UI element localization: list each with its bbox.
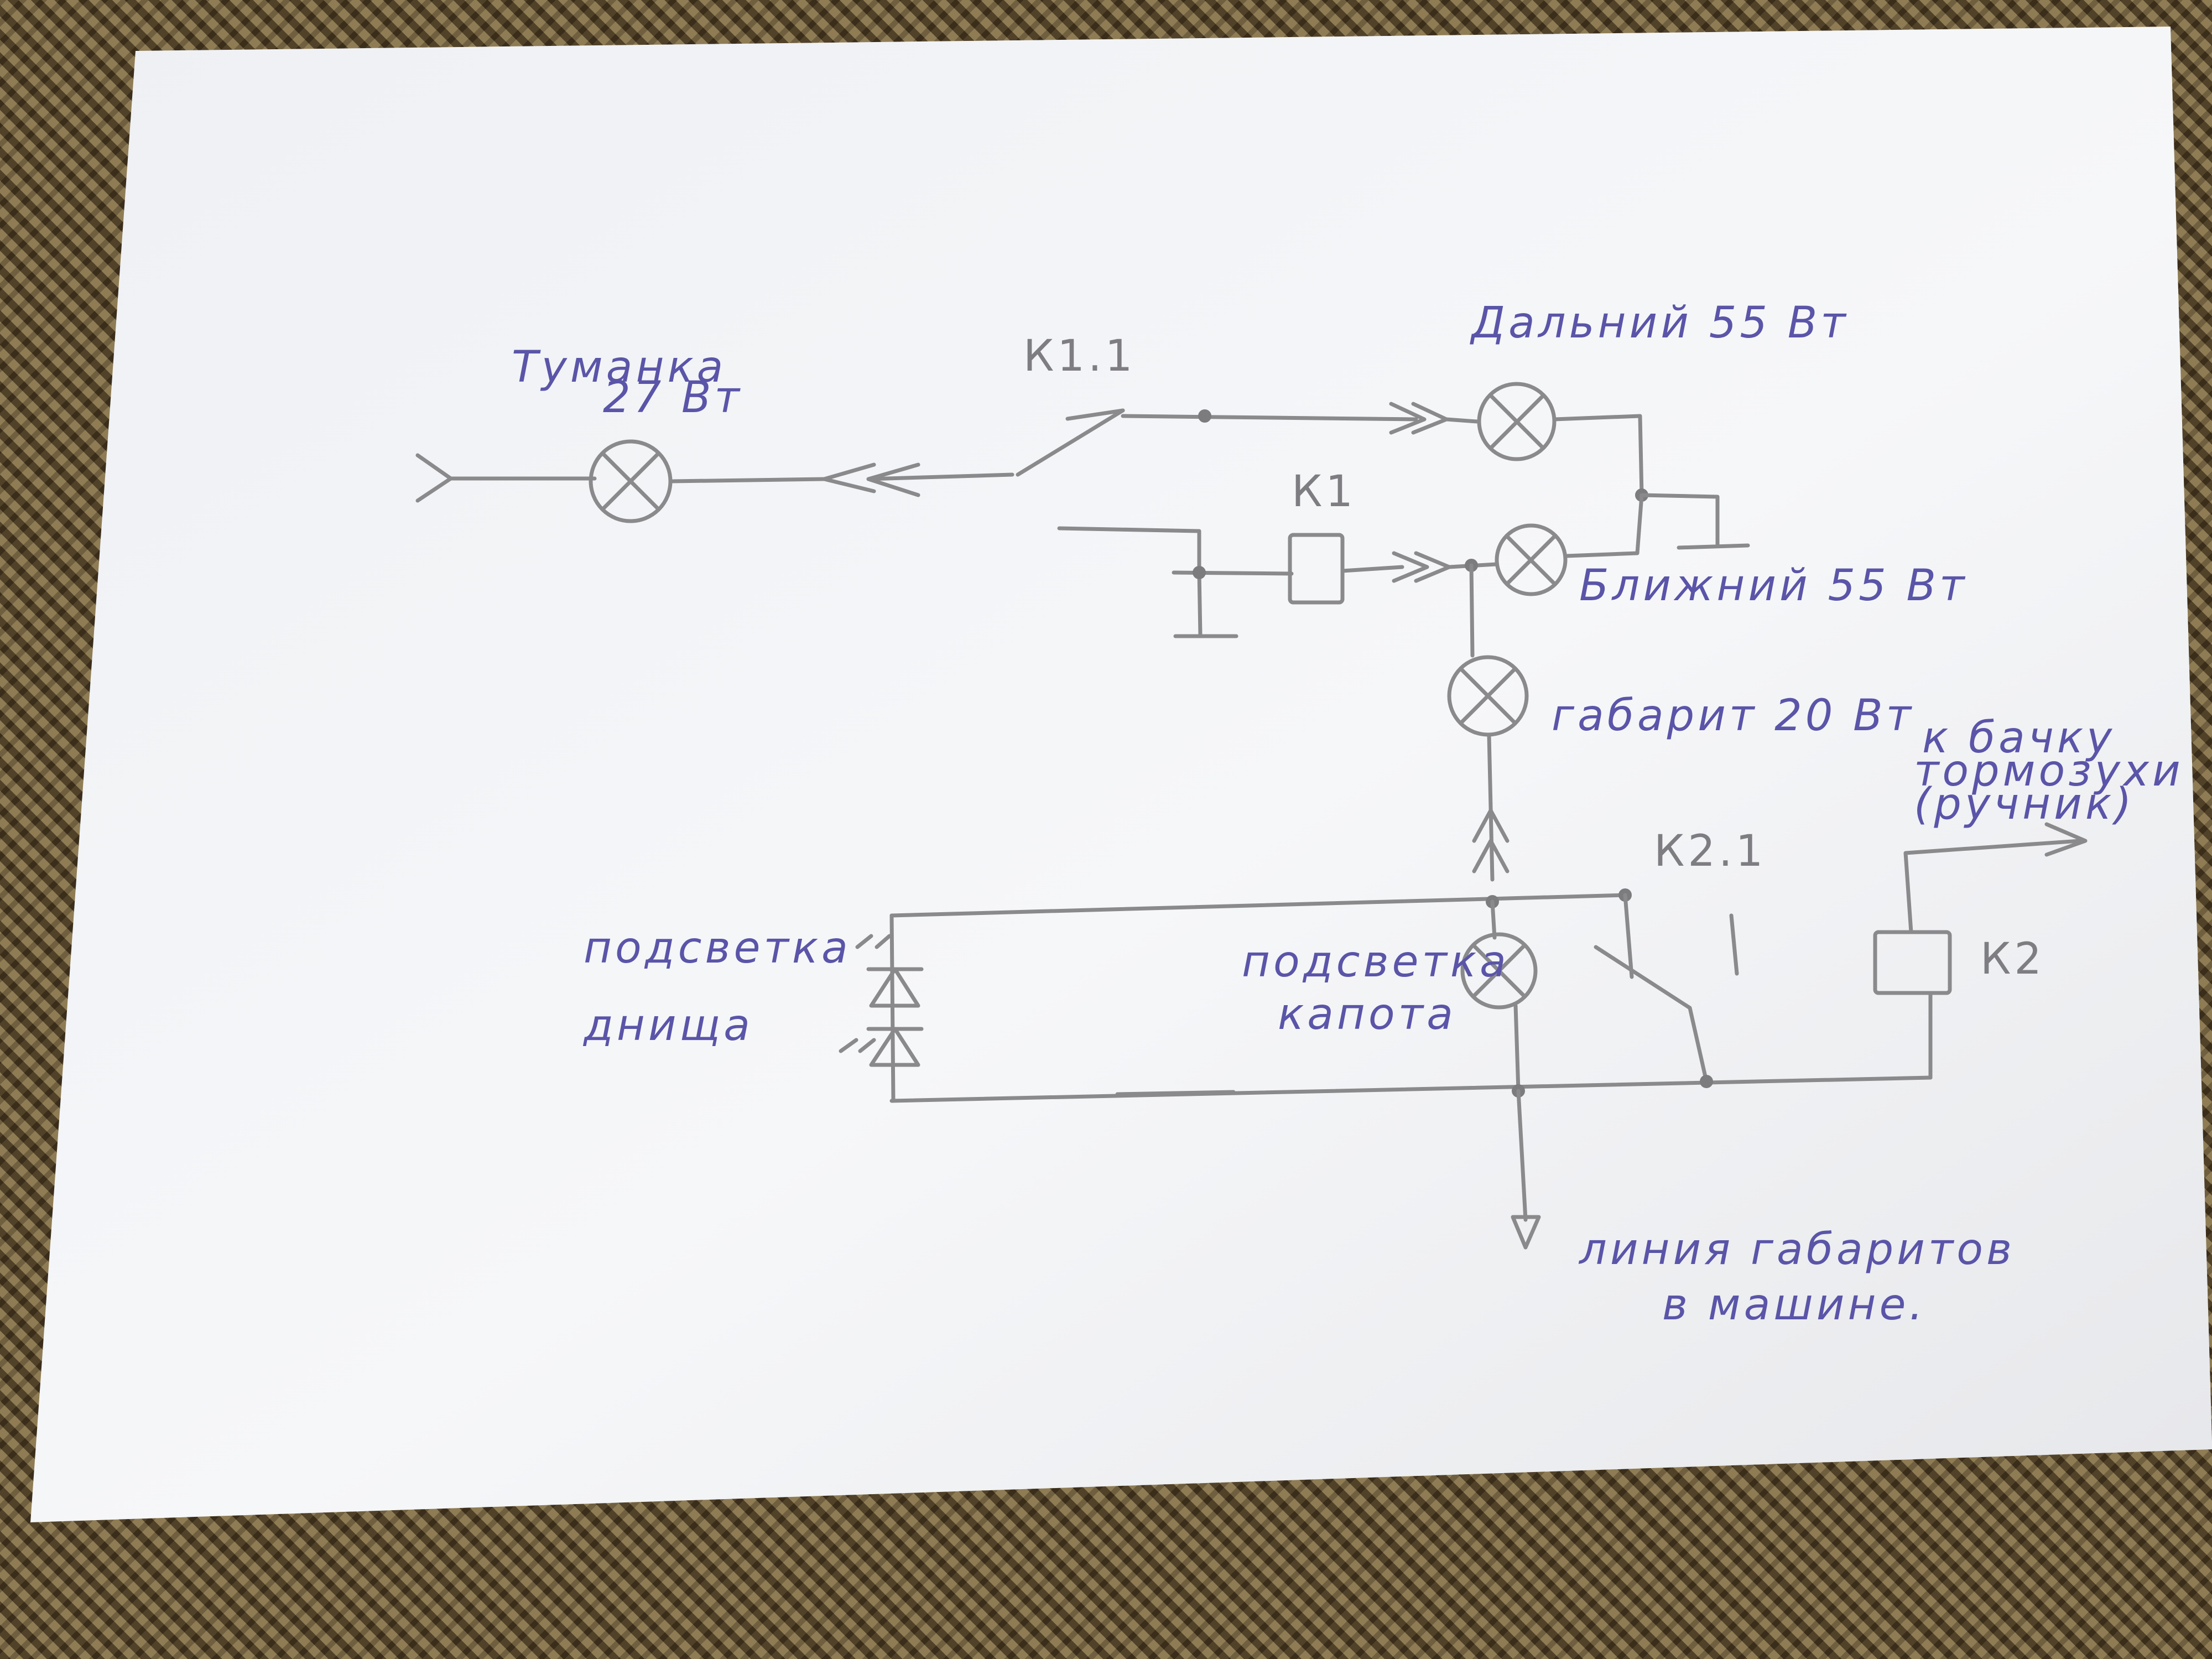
logo-light-label-1: подсветка [584, 923, 851, 973]
k2-1-mark [1729, 913, 1739, 976]
k1-1-contact-blade [1016, 408, 1125, 477]
k1-relay-coil [1288, 533, 1345, 605]
hood-light-symbol [1460, 932, 1538, 1010]
parking-light-wire-down [1487, 734, 1495, 882]
hood-light-feed [1490, 899, 1497, 940]
bottom-bus-accent [1115, 1090, 1236, 1096]
parking-line-wire-down [1516, 1089, 1528, 1222]
schematic-labels: Туманка 27 Вт К1.1 Дальний 55 Вт К1 Ближ… [512, 298, 2184, 1330]
k1-junction-dot [1193, 566, 1206, 579]
high-beam-ground-wire [1552, 414, 1644, 497]
brake-fluid-label-2: тормозухи [1914, 746, 2184, 796]
k2-1-fixed-contact [1623, 893, 1634, 979]
logo-light-label-2: днища [582, 1001, 753, 1050]
k1-relay-ground [1057, 526, 1294, 638]
bottom-bus-wire [889, 1075, 1933, 1103]
fog-lamp-power-label: 27 Вт [603, 373, 743, 423]
led-top-symbol [855, 934, 924, 1008]
parking-light-feed [1469, 563, 1475, 658]
parking-line-label-1: линия габаритов [1578, 1225, 2015, 1275]
low-beam-ground-wire [1564, 493, 1644, 558]
fog-lamp-name-label: Туманка [512, 342, 726, 392]
junction-dot [1198, 409, 1211, 423]
k2-1-contact-blade [1594, 945, 1709, 1084]
brake-fluid-label-1: к бачку [1922, 713, 2115, 763]
hood-light-label-2: капота [1278, 990, 1456, 1039]
k2-1-label: К2.1 [1654, 826, 1766, 876]
connector-to-switch-wire [866, 472, 1014, 481]
high-beam-wire-in [1444, 417, 1479, 424]
high-beam-feed-wire [1121, 414, 1418, 422]
brake-fluid-label-3: (ручник) [1914, 779, 2135, 829]
low-beam-label: Ближний 55 Вт [1579, 561, 1968, 611]
hood-light-label-1: подсветка [1242, 937, 1510, 987]
circuit-wiring [415, 382, 2088, 1250]
hood-light-wire-down [1513, 1003, 1521, 1093]
ground-symbol [1640, 493, 1750, 550]
fog-lamp-wire-right [670, 477, 826, 483]
low-beam-lamp-symbol [1495, 523, 1568, 596]
high-beam-lamp-symbol [1477, 382, 1557, 461]
k2-relay-wire-up [1903, 839, 2082, 934]
parking-line-arrow [1511, 1215, 1541, 1250]
parking-light-connector [1472, 808, 1510, 873]
diode-string-wire [889, 913, 896, 1103]
k1-1-contact-top [1065, 408, 1125, 421]
k2-label: К2 [1980, 934, 2045, 984]
top-bus-wire [889, 893, 1628, 918]
high-beam-label: Дальний 55 Вт [1470, 298, 1849, 348]
k1-relay-output [1340, 565, 1404, 573]
parking-light-label: габарит 20 Вт [1552, 691, 1914, 741]
k1-label: К1 [1292, 467, 1356, 517]
brake-fluid-arrow [2044, 822, 2088, 857]
parking-line-label-2: в машине. [1662, 1280, 1926, 1330]
k2-1-bottom-junction-dot [1700, 1075, 1713, 1088]
k1-1-label: К1.1 [1023, 331, 1136, 381]
paper-sheet [30, 27, 2212, 1522]
led-bottom-symbol [839, 1027, 924, 1067]
